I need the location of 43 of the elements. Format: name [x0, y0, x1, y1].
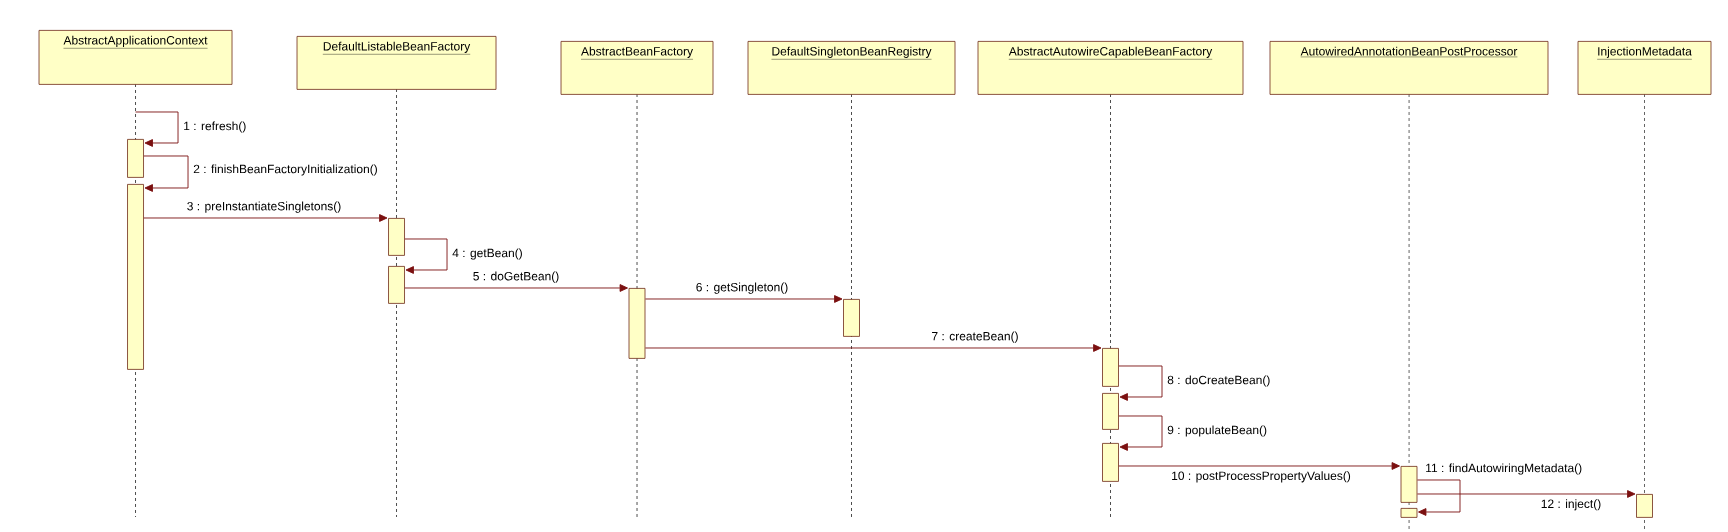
- object-box: InjectionMetadata: [1577, 41, 1712, 95]
- edge-label: 2 : finishBeanFactoryInitialization(): [192, 163, 379, 177]
- edge-label: 10 : postProcessPropertyValues(): [1170, 470, 1352, 484]
- edge-label: 6 : getSingleton(): [694, 281, 790, 295]
- object-box: DefaultSingletonBeanRegistry: [747, 41, 956, 95]
- message-arrow: [644, 295, 843, 303]
- message-arrow: [1118, 462, 1400, 470]
- activation-bar: [1102, 443, 1119, 482]
- message-arrow: [1416, 490, 1636, 498]
- activation-bar: [127, 184, 144, 370]
- activation-bar: [388, 266, 405, 304]
- edge-label: 1 : refresh(): [182, 120, 248, 134]
- activation-bar: [628, 288, 646, 359]
- message-arrow: [404, 238, 448, 274]
- message-arrow: [1416, 479, 1461, 516]
- message-arrow: [1118, 365, 1163, 401]
- activation-bar: [1636, 494, 1653, 518]
- message-arrow: [143, 214, 388, 222]
- activation-bar: [1102, 393, 1119, 430]
- activation-bar: [127, 139, 144, 178]
- edge-label: 11 : findAutowiringMetadata(): [1424, 462, 1584, 476]
- edge-label: 7 : createBean(): [930, 330, 1020, 344]
- activation-bar: [388, 218, 405, 256]
- message-arrow: [135, 111, 179, 147]
- message-arrow: [1118, 415, 1163, 451]
- activation-bar: [1400, 508, 1418, 518]
- edge-label: 12 : inject(): [1539, 498, 1603, 512]
- edge-label: 9 : populateBean(): [1166, 424, 1269, 438]
- object-box: AutowiredAnnotationBeanPostProcessor: [1269, 41, 1549, 95]
- message-arrow: [404, 284, 628, 292]
- object-box: AbstractBeanFactory: [560, 41, 714, 95]
- object-box: AbstractApplicationContext: [38, 30, 233, 85]
- edge-label: 8 : doCreateBean(): [1166, 374, 1272, 388]
- object-box: AbstractAutowireCapableBeanFactory: [977, 41, 1244, 95]
- edge-label: 5 : doGetBean(): [471, 270, 561, 284]
- edge-label: 4 : getBean(): [451, 247, 524, 261]
- object-box: DefaultListableBeanFactory: [296, 36, 497, 90]
- activation-bar: [843, 299, 860, 337]
- message-arrow: [644, 344, 1102, 352]
- edge-label: 3 : preInstantiateSingletons(): [185, 200, 343, 214]
- message-arrow: [143, 155, 189, 192]
- activation-bar: [1400, 466, 1418, 503]
- activation-bar: [1102, 348, 1119, 387]
